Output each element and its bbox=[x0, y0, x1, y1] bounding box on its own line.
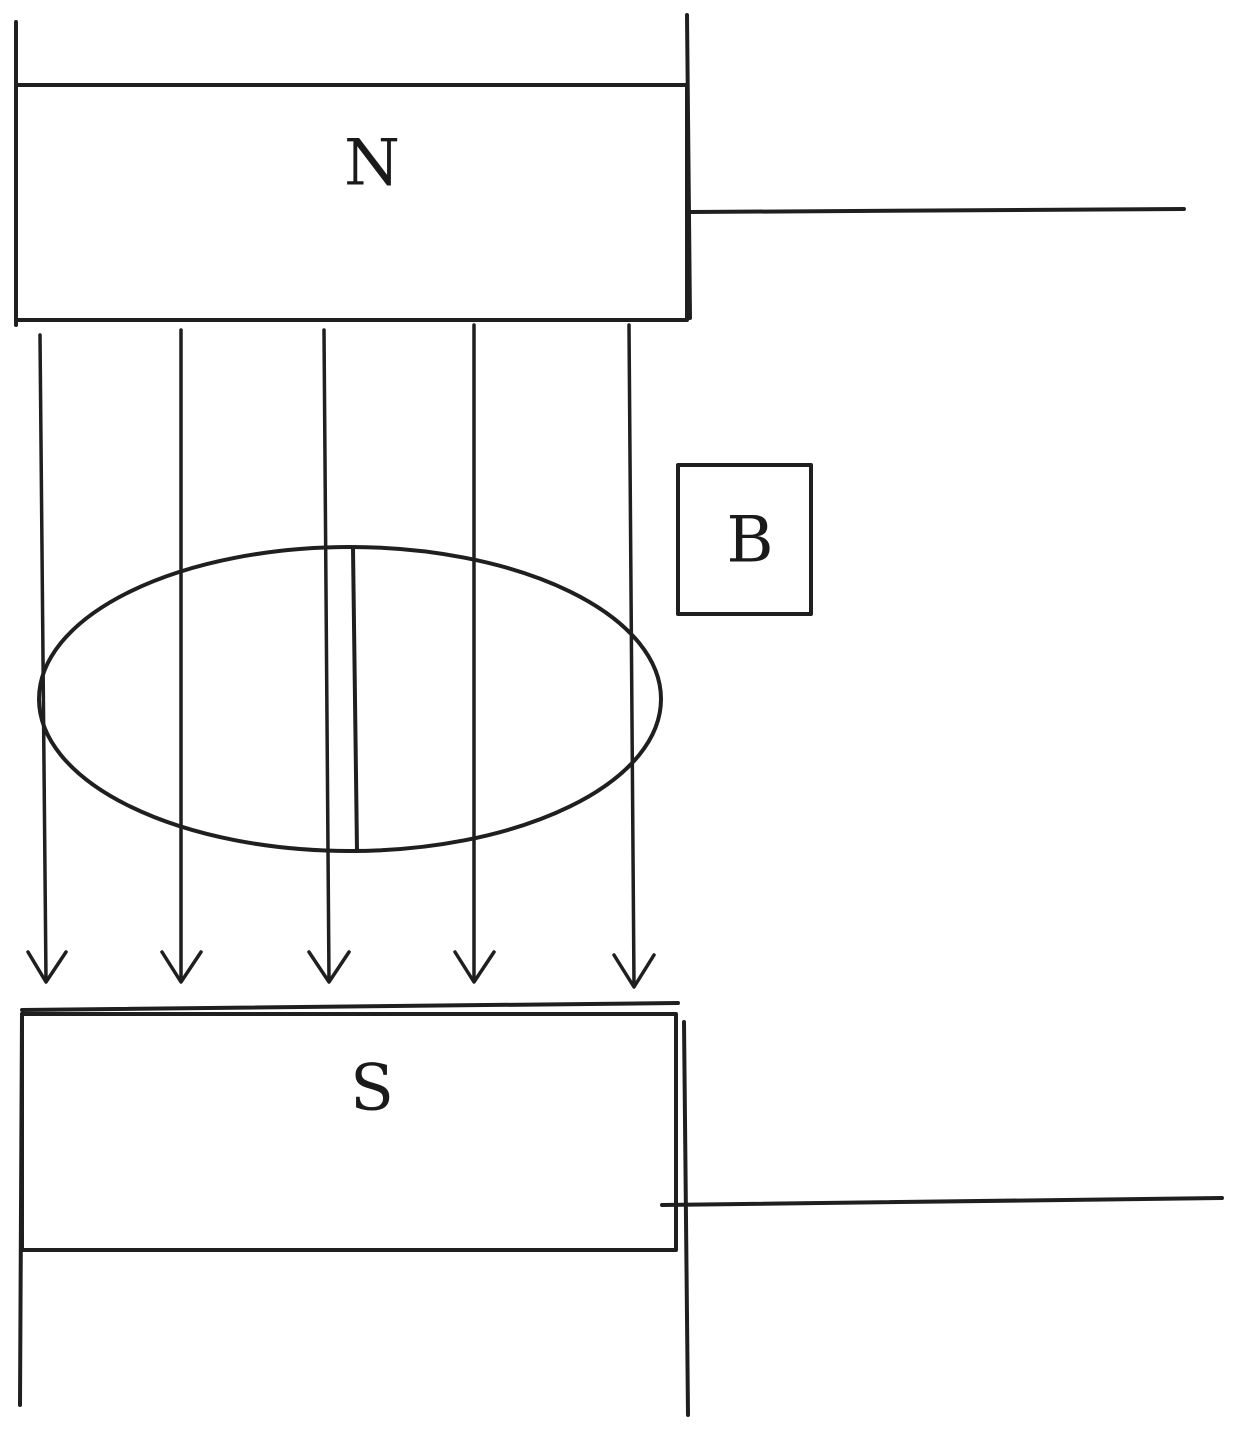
field-label-frame bbox=[676, 463, 813, 616]
field-label: B bbox=[726, 504, 773, 578]
field-line bbox=[612, 323, 656, 989]
north-magnet-body bbox=[14, 83, 689, 322]
south-pole-label: S bbox=[350, 1052, 394, 1126]
coil-gap-line bbox=[351, 546, 359, 853]
south-magnet-top-edge bbox=[20, 1001, 680, 1012]
north-magnet-right-extension bbox=[685, 13, 692, 320]
south-magnet-right-extension bbox=[682, 1020, 690, 1417]
field-line bbox=[160, 328, 203, 984]
field-label-box: B bbox=[676, 463, 813, 616]
arrowhead-icon bbox=[453, 950, 496, 984]
north-magnet-lead-wire bbox=[689, 207, 1186, 214]
south-magnet-left-extension bbox=[18, 1012, 24, 1407]
arrowhead-icon bbox=[26, 950, 68, 984]
field-lines bbox=[26, 323, 656, 989]
field-line bbox=[307, 328, 351, 984]
coil-ellipse bbox=[37, 545, 663, 853]
field-line bbox=[26, 333, 68, 984]
south-magnet-lead-wire bbox=[660, 1196, 1224, 1207]
arrowhead-icon bbox=[612, 953, 656, 989]
south-magnet: S bbox=[18, 1001, 1224, 1417]
north-pole-label: N bbox=[344, 127, 400, 201]
field-line bbox=[453, 323, 496, 984]
coil-loop bbox=[37, 545, 663, 853]
arrowhead-icon bbox=[307, 950, 351, 984]
north-magnet: N bbox=[14, 13, 1186, 327]
south-magnet-body bbox=[20, 1012, 678, 1252]
arrowhead-icon bbox=[160, 950, 203, 984]
